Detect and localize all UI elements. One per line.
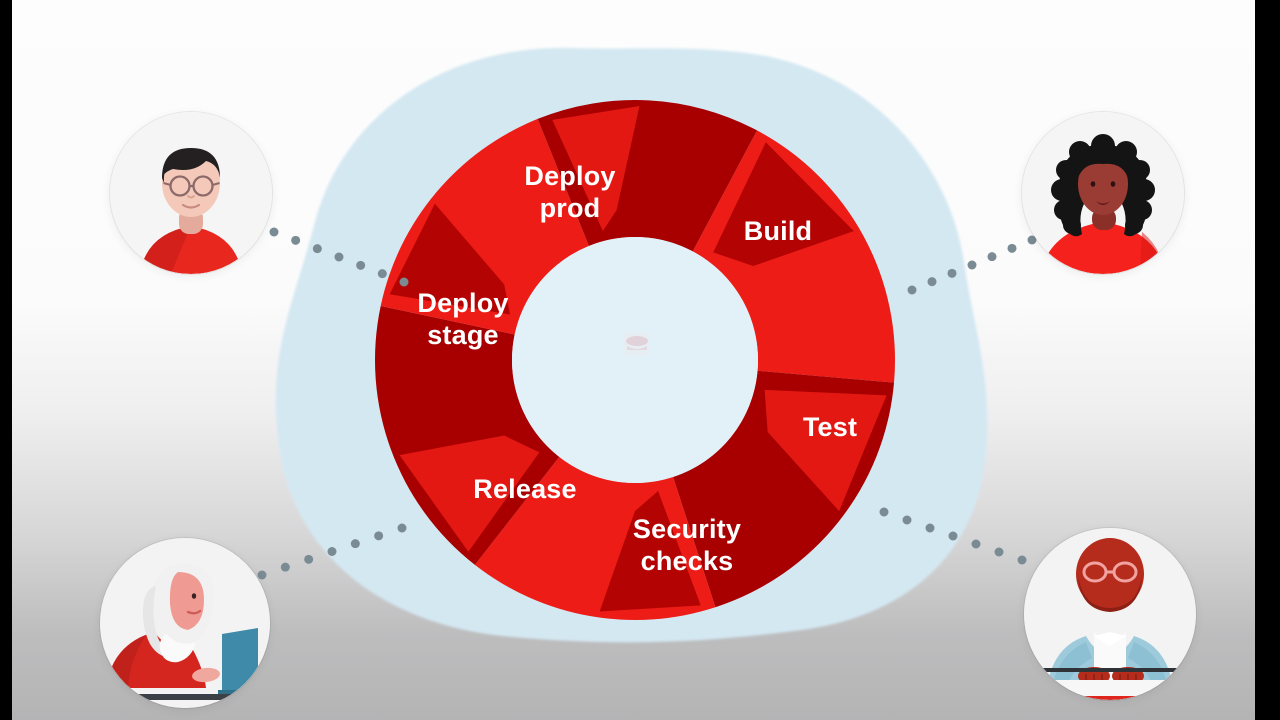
avatar-bottom-right[interactable] [1024, 528, 1196, 700]
connector-dot-top-right [907, 285, 917, 295]
connector-dot-top-left [356, 260, 366, 270]
avatar-bottom-right-art [1024, 528, 1196, 700]
connector-dot-bottom-right [948, 531, 958, 541]
wheel-segment-facet-release [399, 435, 540, 552]
connector-dot-bottom-right [994, 547, 1004, 557]
wheel-segment-facet-deploy-prod [552, 106, 640, 231]
avatar-top-left[interactable] [110, 112, 272, 274]
letterbox-left [0, 0, 12, 720]
connector-dot-bottom-right [1017, 555, 1027, 565]
connector-dot-top-right [1007, 243, 1017, 253]
wheel-segment-facet-test [764, 389, 887, 512]
connector-dot-top-left [269, 227, 279, 237]
wheel-segment-facet-deploy-stage [389, 203, 511, 315]
connector-dot-bottom-left [257, 570, 267, 580]
connector-dot-bottom-right [925, 523, 935, 533]
connector-dot-bottom-right [879, 507, 889, 517]
avatar-top-right-art [1022, 112, 1184, 274]
wheel-label-build: Build [744, 216, 813, 246]
connector-dot-bottom-right [902, 515, 912, 525]
connector-dot-bottom-left [280, 562, 290, 572]
connector-dot-bottom-left [350, 539, 360, 549]
center-logo-watermark [624, 332, 650, 356]
avatar-bottom-left-art [100, 538, 270, 708]
connector-dot-bottom-left [304, 554, 314, 564]
connector-dots [257, 227, 1037, 580]
lifecycle-wheel [374, 100, 895, 621]
connector-dot-top-left [334, 252, 344, 262]
wheel-segment-facet-security-checks [599, 490, 701, 612]
connector-dot-top-left [312, 244, 322, 254]
avatar-top-left-art [110, 112, 272, 274]
avatar-bottom-left[interactable] [100, 538, 270, 708]
connector-dot-bottom-left [327, 547, 337, 556]
avatar-top-right[interactable] [1022, 112, 1184, 274]
connector-dot-top-left [399, 277, 409, 287]
connector-dot-top-right [947, 268, 957, 278]
wheel-label-release: Release [473, 474, 576, 504]
connector-dot-bottom-right [971, 539, 981, 549]
wheel-center-hole [512, 237, 758, 483]
connector-dot-top-right [987, 252, 997, 262]
connector-dot-bottom-left [397, 523, 407, 533]
wheel-label-test: Test [803, 412, 857, 442]
connector-dot-top-left [377, 269, 387, 279]
connector-dot-bottom-left [374, 531, 384, 541]
wheel-segment-release[interactable] [374, 305, 560, 565]
connector-dot-top-right [967, 260, 977, 270]
connector-dot-top-right [1027, 235, 1037, 245]
letterbox-right [1255, 0, 1280, 720]
connector-dot-top-right [927, 277, 937, 287]
wheel-segment-facet-build [713, 142, 854, 267]
connector-dot-top-left [291, 235, 301, 245]
